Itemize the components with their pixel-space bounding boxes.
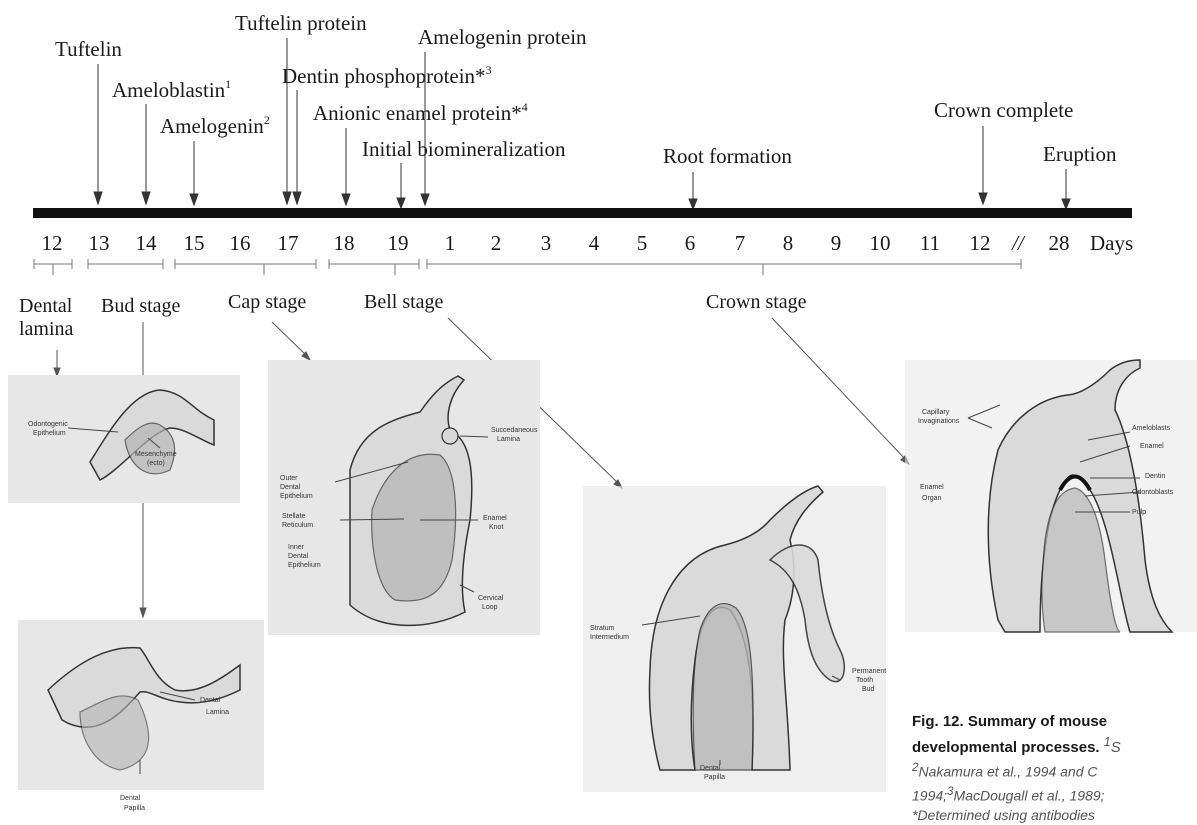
panel-label: Epithelium [33, 430, 66, 437]
day-label: 18 [334, 231, 355, 255]
panel-label: Inner [288, 544, 305, 551]
caption-title-line1: Fig. 12. Summary of mouse [912, 712, 1197, 732]
panel-label: Papilla [704, 774, 725, 781]
panel-label: Papilla [124, 805, 145, 812]
stage-label-bud: Bud stage [101, 295, 181, 317]
event-label-anionic-enamel-protein: Anionic enamel protein*4 [313, 100, 528, 125]
panel-label: Enamel [920, 484, 944, 491]
panel-label: Lamina [206, 709, 229, 716]
stage-label-bell: Bell stage [364, 291, 444, 313]
panel-label: Outer [280, 475, 298, 482]
panel-label: Ameloblasts [1132, 425, 1171, 432]
day-label: 1 [445, 231, 456, 255]
panel-label: Pulp [1132, 509, 1146, 516]
illustration-crown-stage: Capillary Invaginations Ameloblasts Enam… [905, 360, 1197, 632]
stage-label-cap: Cap stage [228, 291, 306, 313]
panel-label: Invaginations [918, 418, 960, 425]
panel-label: Dental [200, 697, 221, 704]
panel-label: Enamel [1140, 443, 1164, 450]
illustration-bud-stage: Odontogenic Epithelium Mesenchyme (ecto) [8, 375, 240, 503]
day-label: 7 [735, 231, 746, 255]
panel-label: Stellate [282, 513, 305, 520]
axis-break-mark: // [1011, 231, 1026, 255]
day-label: 4 [589, 231, 600, 255]
caption-ref-line: 1994;3MacDougall et al., 1989; [912, 782, 1197, 806]
day-label: 13 [89, 231, 110, 255]
panel-label: Reticulum [282, 522, 313, 529]
panel-label: Dentin [1145, 473, 1165, 480]
day-label: 28 [1049, 231, 1070, 255]
panel-label: Capillary [922, 409, 950, 416]
panel-label: (ecto) [147, 460, 165, 467]
event-label-eruption: Eruption [1043, 142, 1117, 166]
panel-label: Organ [922, 495, 942, 502]
day-label: 9 [831, 231, 842, 255]
figure-caption: Fig. 12. Summary of mouse developmental … [912, 712, 1197, 825]
event-label-amelogenin-protein: Amelogenin protein [418, 25, 587, 49]
day-label: 3 [541, 231, 552, 255]
event-label-root-formation: Root formation [663, 144, 792, 168]
panel-label: Stratum [590, 625, 615, 632]
illustration-bell-stage: Stratum Intermedium Permanent Tooth Bud … [583, 486, 886, 792]
panel-label: Cervical [478, 595, 504, 602]
illustration-cap-stage: Succedaneous Lamina Outer Dental Epithel… [268, 360, 540, 635]
event-label-tuftelin-protein: Tuftelin protein [235, 11, 367, 35]
panel-label: Dental [288, 553, 309, 560]
panel-label: Bud [862, 686, 875, 693]
day-label: 14 [136, 231, 158, 255]
caption-title-line2: developmental processes. 1S [912, 732, 1197, 758]
event-label-tuftelin: Tuftelin [55, 37, 122, 61]
panel-label: Enamel [483, 515, 507, 522]
stage-label-dental-lamina: Dentallamina [19, 295, 74, 340]
day-label: 19 [388, 231, 409, 255]
day-label: 6 [685, 231, 696, 255]
panel-label: Tooth [856, 677, 873, 684]
panel-label: Odontogenic [28, 421, 68, 428]
day-label: 10 [870, 231, 891, 255]
event-label-dentin-phosphoprotein: Dentin phosphoprotein*3 [282, 63, 492, 88]
stage-label-crown: Crown stage [706, 291, 807, 313]
panel-label: Succedaneous [491, 427, 538, 434]
day-label: 2 [491, 231, 502, 255]
panel-label: Odontoblasts [1132, 489, 1174, 496]
panel-label: Mesenchyme [135, 451, 177, 458]
day-label: 11 [920, 231, 940, 255]
event-label-amelogenin: Amelogenin2 [160, 113, 270, 138]
event-label-crown-complete: Crown complete [934, 98, 1073, 122]
day-label: 12 [970, 231, 991, 255]
day-label: 5 [637, 231, 648, 255]
panel-label: Dental [120, 795, 141, 802]
day-axis: 12 13 14 15 16 17 18 19 1 2 3 4 5 6 7 8 … [42, 231, 1134, 255]
panel-label: Lamina [497, 436, 520, 443]
event-label-ameloblastin: Ameloblastin1 [112, 77, 231, 102]
day-label: 17 [278, 231, 299, 255]
caption-ref-line: *Determined using antibodies [912, 805, 1197, 825]
panel-label: Dental [700, 765, 721, 772]
panel-label: Permanent [852, 668, 886, 675]
panel-label: Knot [489, 524, 503, 531]
day-label: 12 [42, 231, 63, 255]
stage-brackets [34, 259, 1021, 275]
event-label-initial-biomineralization: Initial biomineralization [362, 137, 566, 161]
caption-ref-line: 2Nakamura et al., 1994 and C [912, 758, 1197, 782]
panel-label: Loop [482, 604, 498, 611]
days-unit-label: Days [1090, 231, 1133, 255]
panel-label: Dental [280, 484, 301, 491]
panel-label: Intermedium [590, 634, 629, 641]
timeline-bar [33, 208, 1132, 218]
day-label: 16 [230, 231, 251, 255]
day-label: 15 [184, 231, 205, 255]
panel-label: Epithelium [288, 562, 321, 569]
panel-label: Epithelium [280, 493, 313, 500]
illustration-dental-lamina: Dental Lamina Dental Papilla [18, 620, 264, 812]
day-label: 8 [783, 231, 794, 255]
